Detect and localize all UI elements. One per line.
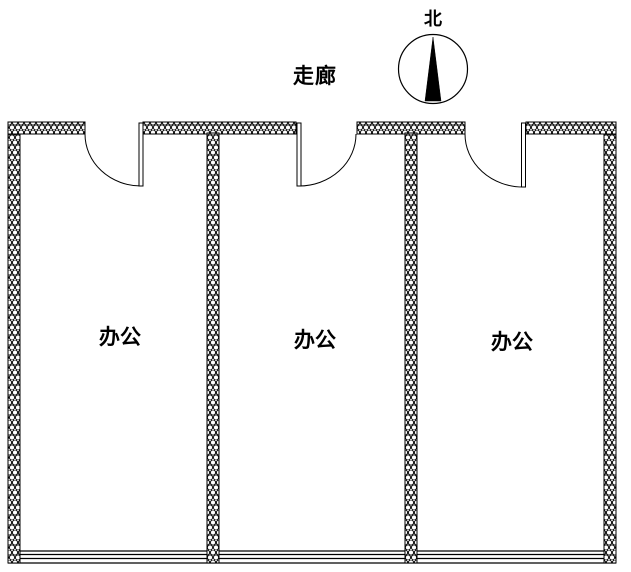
room-2-label: 办公 [294,329,336,352]
door-2 [296,122,357,187]
window-band [8,550,616,564]
door-2-swing-arc [298,133,357,187]
top-wall-segment-2 [142,121,297,135]
top-wall [7,121,617,135]
door-1-leaf [138,122,144,187]
door-3-leaf [521,122,526,188]
compass-circle [397,33,469,105]
right-exterior-wall [603,121,617,564]
corridor-label: 走廊 [293,64,337,88]
left-exterior-wall [7,121,21,564]
door-1 [84,122,144,187]
north-label: 北 [424,9,442,29]
door-2-leaf [296,122,302,187]
north-compass: 北 [397,9,469,105]
interior-wall-2 [404,132,418,564]
door-1-swing-arc [84,133,142,187]
door-3 [464,122,526,188]
room-1-label: 办公 [99,326,141,349]
compass-needle-icon [424,36,442,102]
room-3-label: 办公 [491,331,533,354]
interior-wall-1 [206,132,220,564]
door-3-swing-arc [464,133,524,188]
top-wall-segment-4 [525,121,617,135]
top-wall-segment-3 [356,121,466,135]
top-wall-segment-1 [7,121,86,135]
